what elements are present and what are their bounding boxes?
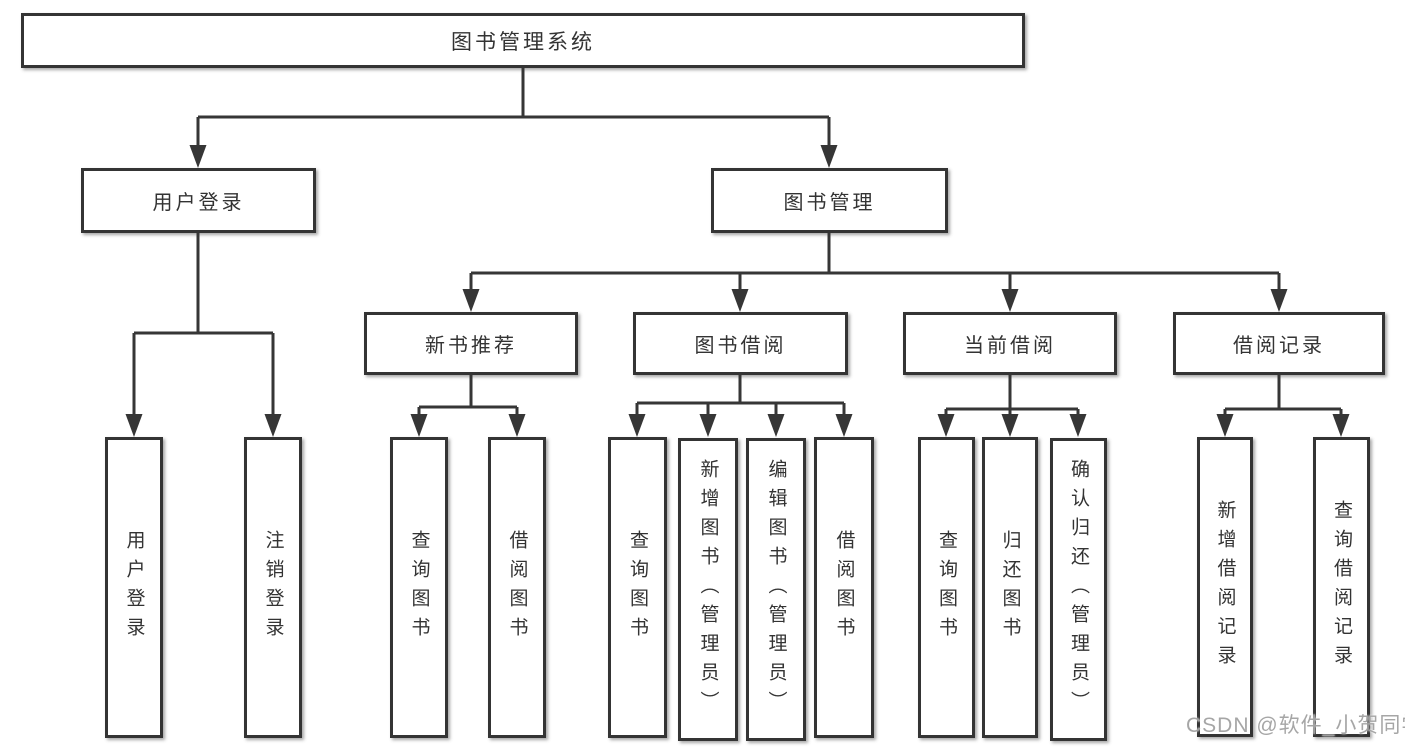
node-user-login-label: 用户登录 — [152, 192, 245, 214]
leaf-current-query-book-label: 查询图书 — [936, 529, 957, 646]
leaf-add-borrow-record: 新增借阅记录 — [1197, 437, 1253, 737]
leaf-current-query-book: 查询图书 — [918, 437, 975, 738]
leaf-borrow-query-book: 查询图书 — [608, 437, 667, 738]
leaf-add-book-admin-label: 新增图书（管理员） — [697, 459, 719, 720]
leaf-add-book-admin: 新增图书（管理员） — [678, 438, 738, 741]
leaf-logout-label: 注销登录 — [262, 529, 284, 646]
node-new-book-recommend: 新书推荐 — [364, 312, 578, 375]
node-book-borrow-label: 图书借阅 — [694, 335, 787, 357]
leaf-return-book: 归还图书 — [982, 437, 1038, 738]
node-book-management-label: 图书管理 — [783, 192, 876, 214]
leaf-recommend-borrow-book: 借阅图书 — [488, 437, 546, 738]
leaf-borrow-query-book-label: 查询图书 — [627, 529, 648, 646]
leaf-recommend-query-book: 查询图书 — [390, 437, 448, 738]
node-borrow-records: 借阅记录 — [1173, 312, 1385, 375]
leaf-query-borrow-record-label: 查询借阅记录 — [1331, 500, 1352, 674]
leaf-user-login: 用户登录 — [105, 437, 163, 738]
node-root-label: 图书管理系统 — [451, 30, 595, 54]
node-borrow-records-label: 借阅记录 — [1233, 335, 1325, 357]
node-root: 图书管理系统 — [21, 13, 1025, 68]
watermark-text: CSDN @软件_小贺同学 — [1186, 714, 1405, 737]
leaf-recommend-borrow-book-label: 借阅图书 — [506, 529, 528, 646]
node-book-borrow: 图书借阅 — [633, 312, 848, 375]
leaf-recommend-query-book-label: 查询图书 — [408, 529, 430, 646]
leaf-borrow-book-label: 借阅图书 — [833, 529, 855, 646]
leaf-confirm-return-admin: 确认归还（管理员） — [1050, 438, 1107, 741]
leaf-logout: 注销登录 — [244, 437, 302, 738]
node-book-management: 图书管理 — [711, 168, 948, 233]
leaf-edit-book-admin: 编辑图书（管理员） — [746, 438, 806, 741]
node-user-login: 用户登录 — [81, 168, 316, 233]
leaf-add-borrow-record-label: 新增借阅记录 — [1214, 500, 1236, 674]
leaf-return-book-label: 归还图书 — [999, 529, 1021, 646]
leaf-user-login-label: 用户登录 — [123, 529, 145, 646]
leaf-query-borrow-record: 查询借阅记录 — [1313, 437, 1370, 737]
leaf-confirm-return-admin-label: 确认归还（管理员） — [1068, 459, 1089, 720]
leaf-edit-book-admin-label: 编辑图书（管理员） — [765, 459, 787, 720]
node-current-borrow: 当前借阅 — [903, 312, 1117, 375]
leaf-borrow-book: 借阅图书 — [814, 437, 874, 738]
node-current-borrow-label: 当前借阅 — [964, 335, 1056, 357]
node-new-book-recommend-label: 新书推荐 — [425, 335, 517, 357]
